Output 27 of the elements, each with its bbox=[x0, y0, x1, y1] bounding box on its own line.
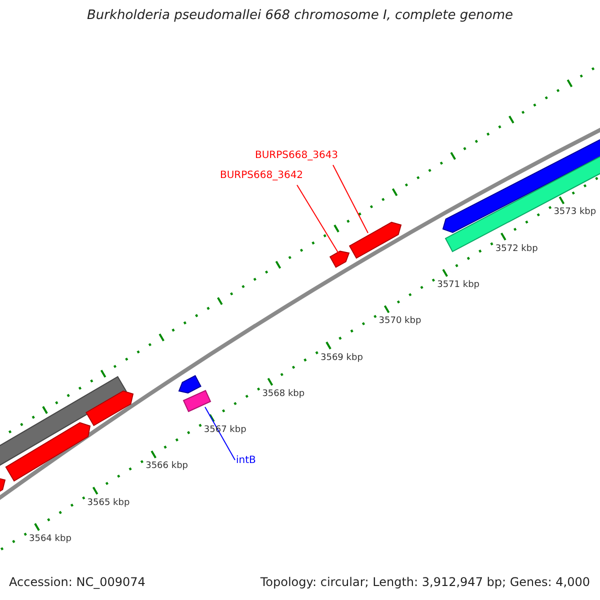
gene-feature bbox=[444, 154, 600, 252]
scale-label: 3566 kbp bbox=[146, 462, 188, 472]
gene-feature-pointed bbox=[178, 375, 202, 394]
gene-label: intB bbox=[236, 456, 256, 466]
scale-label: 3570 kbp bbox=[378, 317, 422, 326]
scale-label: 3569 kbp bbox=[320, 354, 363, 362]
scale-label: 3568 kbp bbox=[262, 390, 305, 399]
leader-line bbox=[296, 184, 340, 254]
scale-label: 3565 kbp bbox=[87, 498, 130, 508]
gene-feature-pointed bbox=[86, 390, 134, 426]
leader-line bbox=[332, 164, 368, 234]
scale-label: 3571 kbp bbox=[437, 280, 480, 290]
gene-label: BURPS668_3642 bbox=[220, 171, 304, 181]
gene-feature-pointed bbox=[329, 250, 350, 268]
gene-feature bbox=[0, 376, 127, 468]
leader-line bbox=[204, 406, 236, 460]
gene-label: BURPS668_3643 bbox=[255, 151, 338, 161]
scale-label: 3564 kbp bbox=[29, 535, 72, 544]
genome-summary: Topology: circular; Length: 3,912,947 bp; Genes: 4,000 bbox=[260, 576, 590, 588]
gene-feature-pointed bbox=[348, 222, 402, 259]
gene-feature-pointed bbox=[442, 138, 600, 234]
accession-text: Accession: NC_009074 bbox=[9, 576, 146, 588]
scale-label: 3573 kbp bbox=[554, 208, 596, 218]
gene-feature bbox=[182, 390, 212, 412]
scale-label: 3572 kbp bbox=[495, 244, 538, 254]
title: Burkholderia pseudomallei 668 chromosome I, complete genome bbox=[86, 9, 514, 22]
gene-feature-pointed bbox=[5, 422, 91, 482]
